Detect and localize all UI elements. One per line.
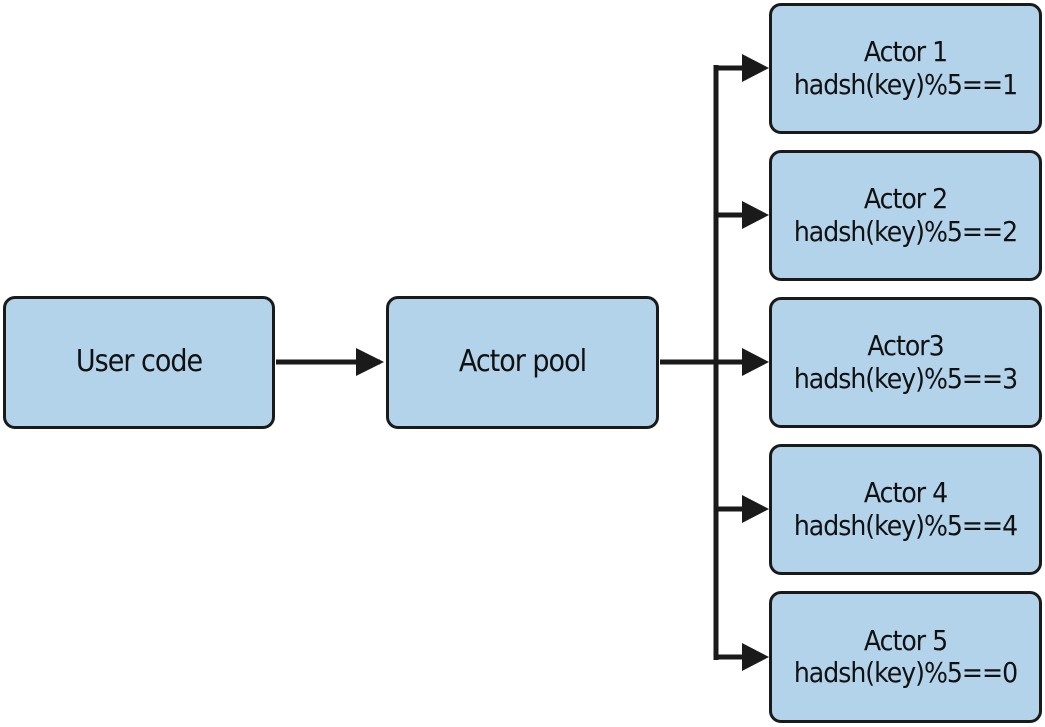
actor-1-node: Actor 1 hadsh(key)%5==1	[769, 3, 1042, 134]
actor-rule: hadsh(key)%5==0	[793, 656, 1018, 689]
actor-pool-label: Actor pool	[458, 344, 587, 380]
arrowhead-actor-4	[742, 495, 769, 523]
actor-pool-node: Actor pool	[386, 296, 659, 429]
actor-5-node: Actor 5 hadsh(key)%5==0	[769, 591, 1042, 723]
actor-rule: hadsh(key)%5==2	[793, 214, 1018, 248]
actor-2-node: Actor 2 hadsh(key)%5==2	[769, 150, 1042, 281]
arrowhead-actor-1	[742, 54, 769, 82]
user-code-node: User code	[3, 296, 275, 429]
actor-rule: hadsh(key)%5==1	[793, 67, 1018, 101]
actor-name: Actor 4	[863, 476, 948, 510]
arrowhead-actor-5	[742, 643, 769, 671]
actor-rule: hadsh(key)%5==3	[793, 361, 1018, 395]
arrowhead-actor-pool	[356, 348, 384, 376]
user-code-label: User code	[75, 344, 203, 380]
actor-name: Actor 5	[863, 623, 948, 657]
actor-3-node: Actor3 hadsh(key)%5==3	[769, 297, 1042, 428]
arrowhead-actor-3	[742, 348, 769, 376]
actor-name: Actor3	[867, 329, 944, 363]
arrowhead-actor-2	[742, 201, 769, 229]
actor-name: Actor 1	[863, 35, 948, 69]
actor-4-node: Actor 4 hadsh(key)%5==4	[769, 444, 1042, 575]
actor-rule: hadsh(key)%5==4	[793, 508, 1018, 542]
actor-name: Actor 2	[863, 182, 948, 216]
